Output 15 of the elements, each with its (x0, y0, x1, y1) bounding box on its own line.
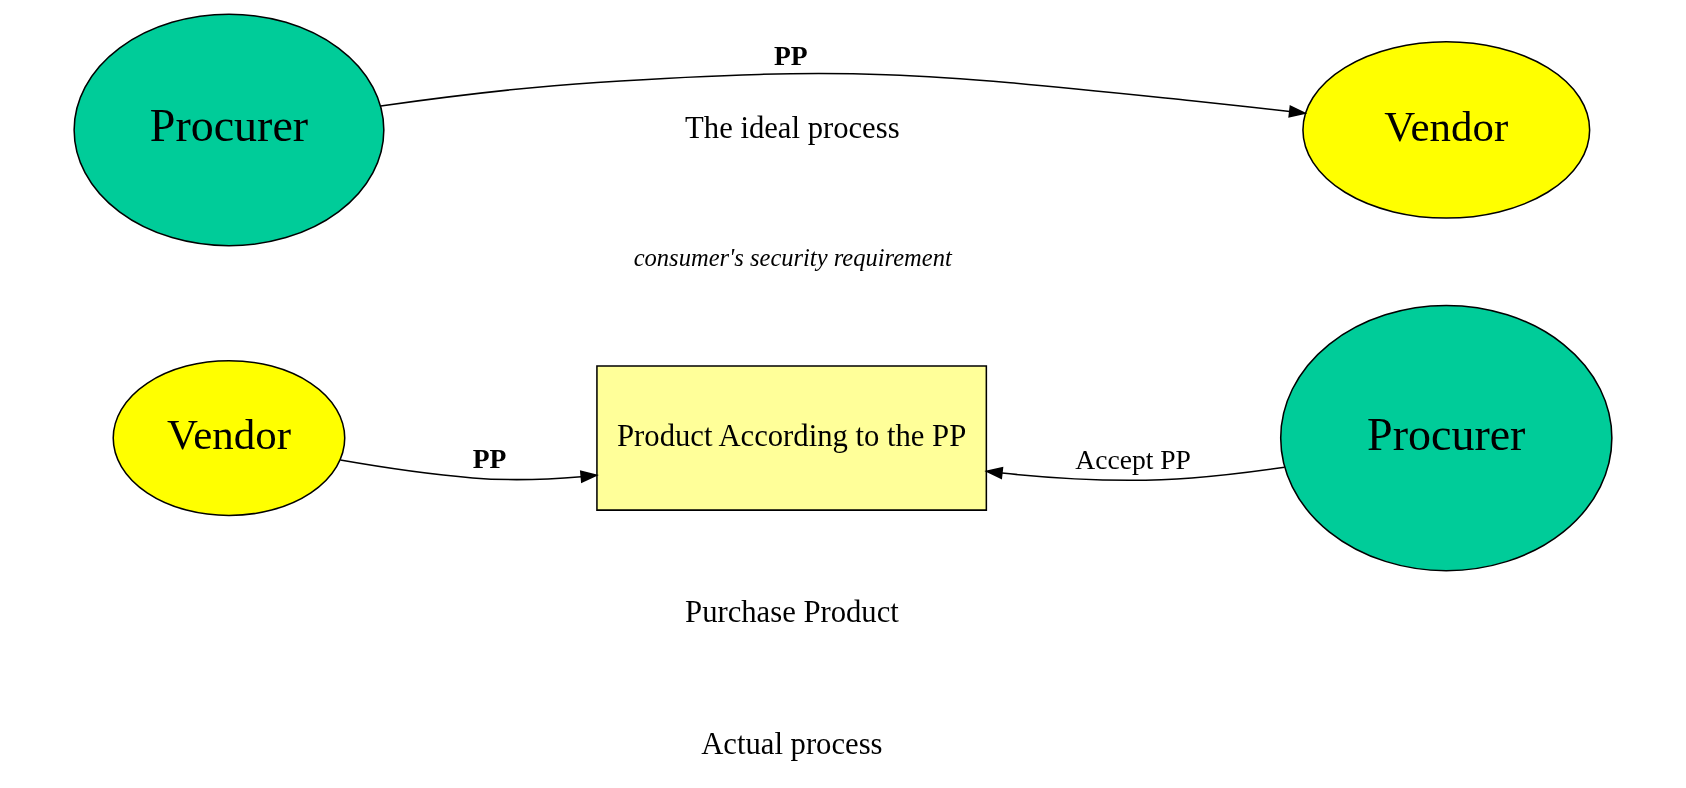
node-ellipse: Vendor (1302, 41, 1591, 219)
edge-label: PP (472, 442, 507, 474)
arrow (379, 72, 1308, 118)
edge-label: PP (774, 39, 808, 71)
edge-label: Accept PP (1075, 444, 1191, 476)
label: The ideal process (685, 110, 900, 145)
node-ellipse: Procurer (1279, 304, 1613, 572)
arrow (339, 459, 599, 484)
label: Purchase Product (685, 595, 899, 630)
node-ellipse: Vendor (112, 359, 346, 517)
label: Actual process (701, 726, 883, 761)
label: consumer's security requirement (633, 244, 952, 272)
node-ellipse: Procurer (73, 13, 385, 247)
node-box: Product According to the PP (596, 365, 988, 511)
arrow (984, 466, 1286, 481)
